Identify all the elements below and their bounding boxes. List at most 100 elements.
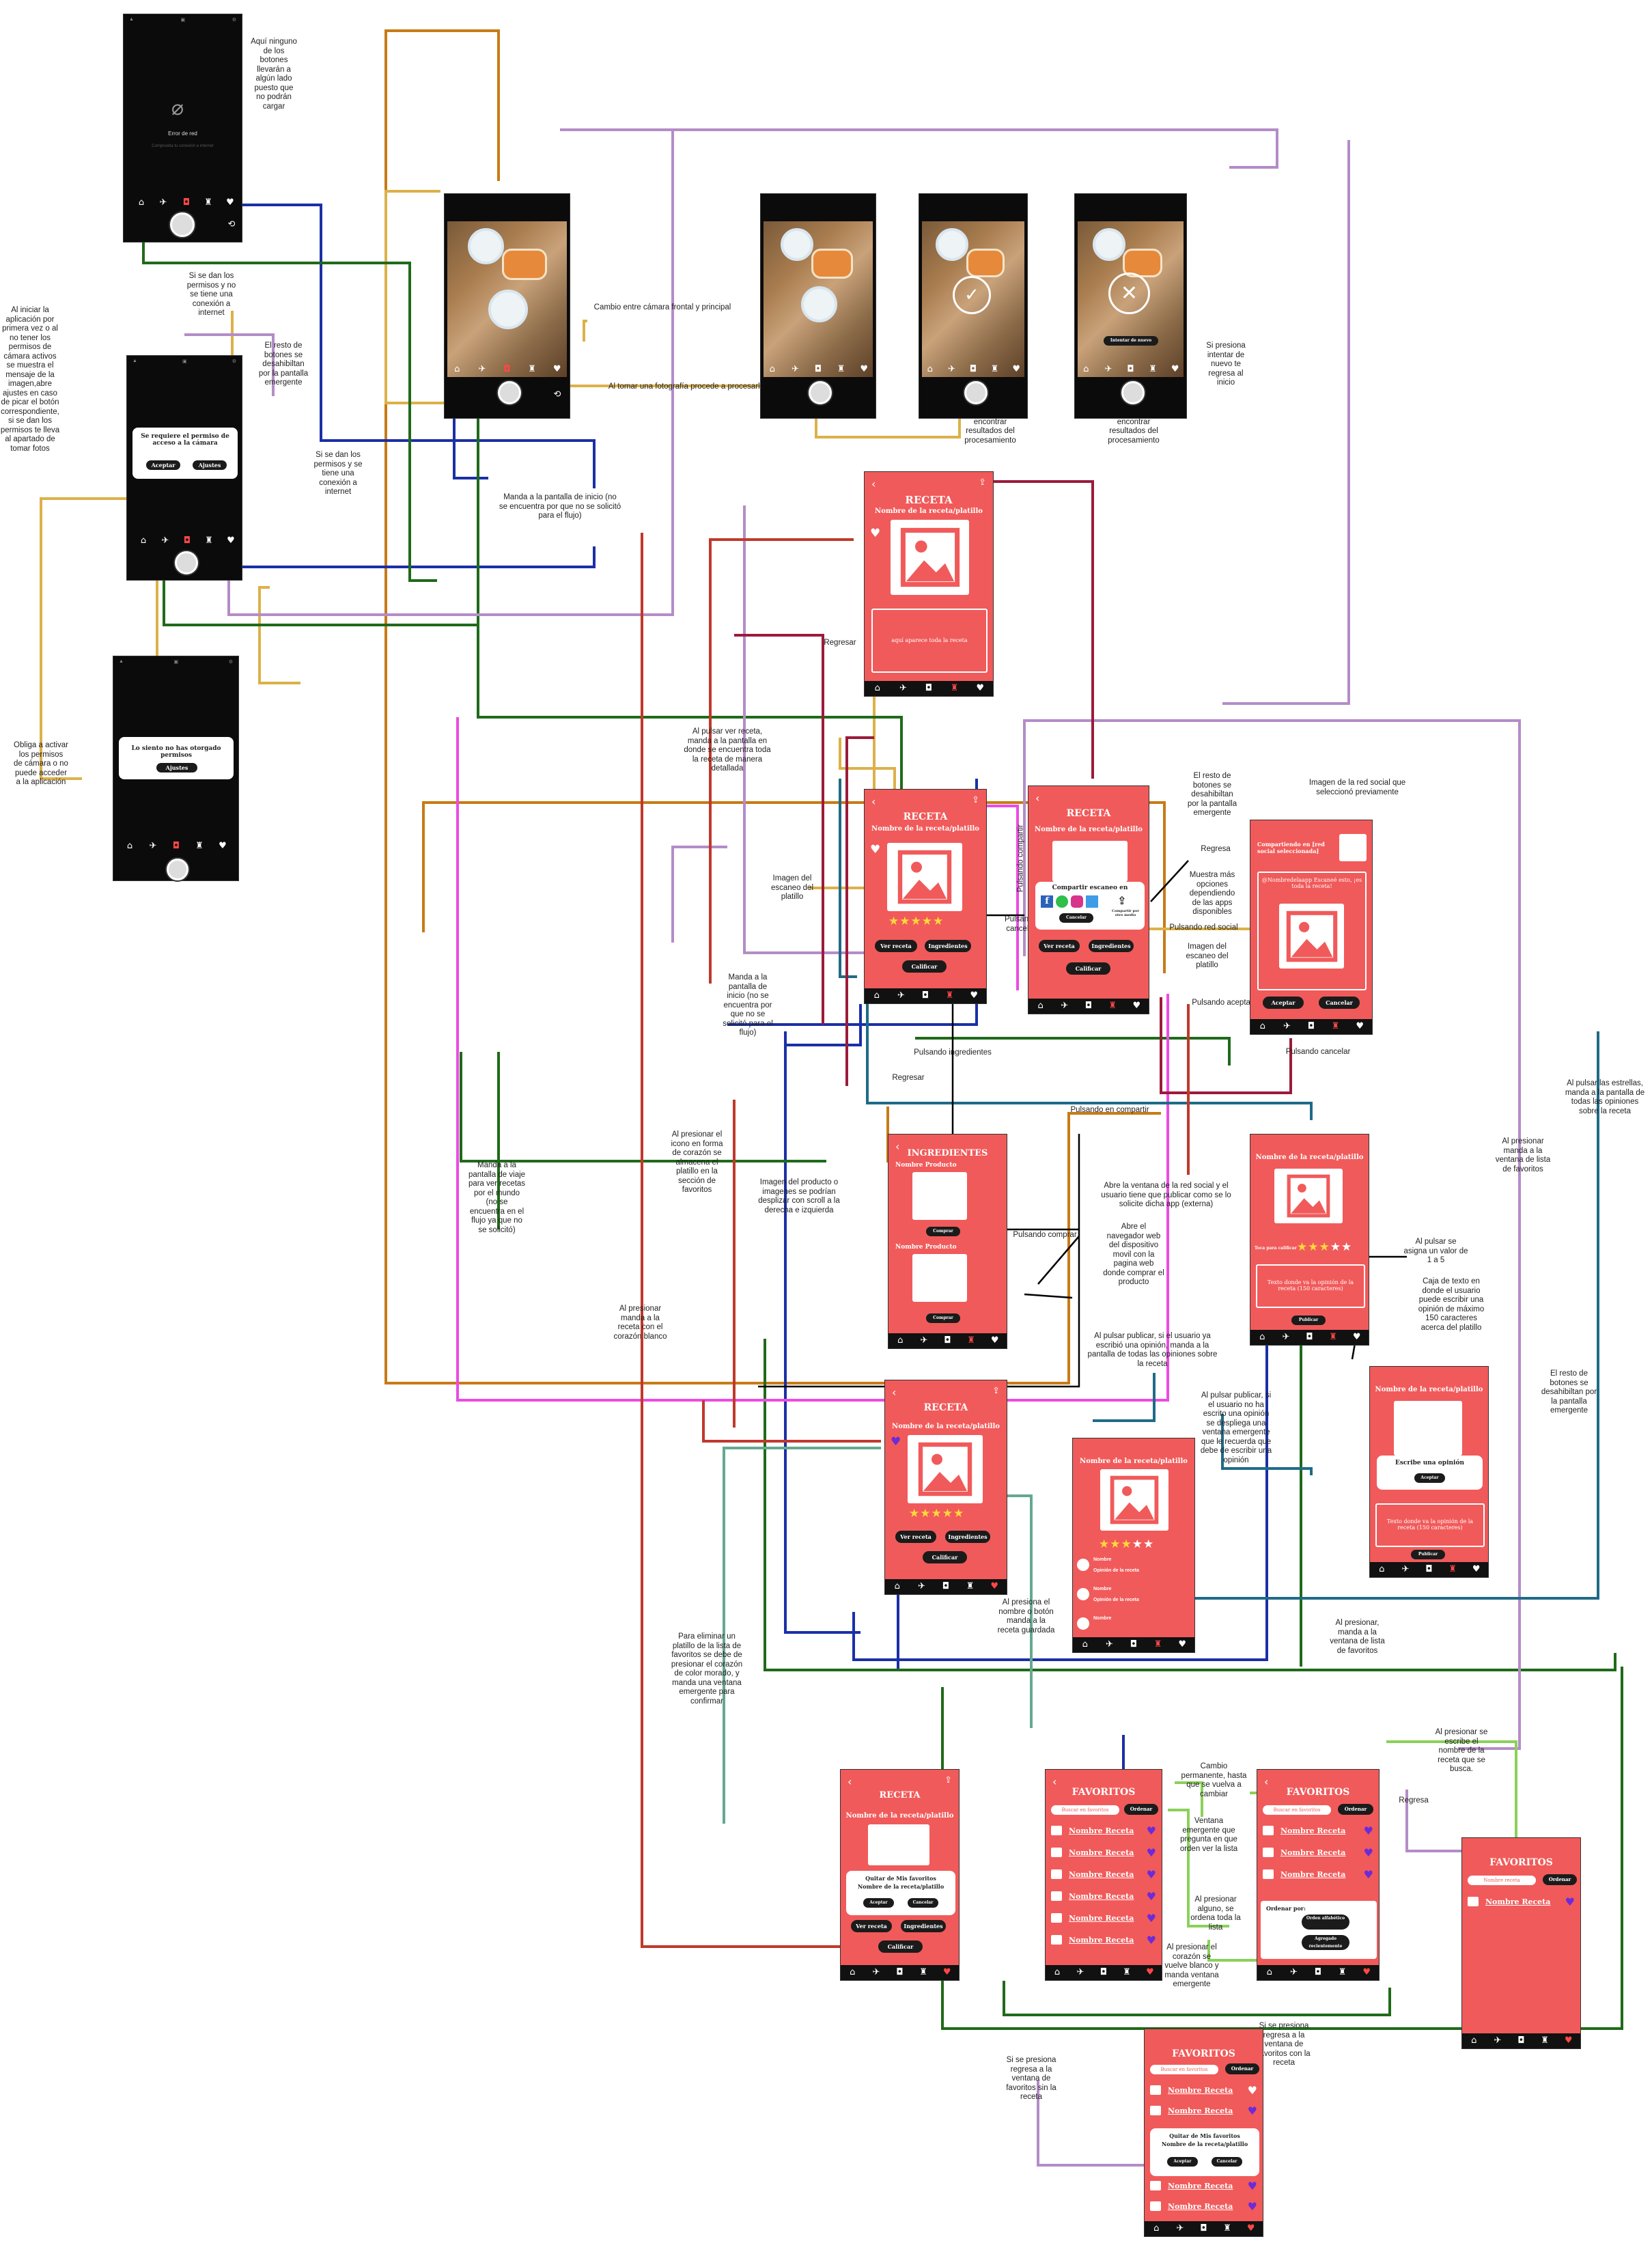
plane-icon[interactable]: ✈ [478,364,486,374]
recipe-name-link[interactable]: Nombre Receta [1280,1848,1346,1857]
heart-icon[interactable]: ♥ [1146,1967,1154,1977]
home-icon[interactable]: ⌂ [138,197,145,208]
plane-icon[interactable]: ✈ [161,535,169,546]
twitter-icon[interactable] [1086,895,1098,908]
ver-receta-button[interactable]: Ver receta [875,940,917,952]
heart-icon[interactable]: ♥ [1012,364,1020,374]
favorite-row[interactable]: Nombre Receta♥ [1150,2199,1257,2216]
shutter-button[interactable] [175,551,198,574]
back-icon[interactable]: ‹ [895,1140,900,1153]
plane-icon[interactable]: ✈ [1401,1564,1410,1574]
recipe-name-link[interactable]: Nombre Receta [1485,1897,1551,1906]
ingredientes-button[interactable]: Ingredientes [925,940,971,952]
recipe-name-link[interactable]: Nombre Receta [1069,1870,1134,1879]
home-icon[interactable]: ⌂ [126,841,133,851]
favorite-row[interactable]: Nombre Receta♥ [1468,1894,1575,1912]
camera-icon[interactable]: ◘ [182,197,191,208]
order-recent-button[interactable]: Agregado recientemente [1302,1935,1349,1950]
back-icon[interactable]: ‹ [1035,792,1040,805]
plane-icon[interactable]: ✈ [1494,2035,1502,2046]
favorite-row[interactable]: Nombre Receta♥ [1150,2103,1257,2121]
chef-icon[interactable]: ♜ [1149,364,1157,374]
favorite-row[interactable]: Nombre Receta♥ [1263,1823,1373,1841]
chef-icon[interactable]: ♜ [195,841,204,851]
chef-icon[interactable]: ♜ [1223,2223,1231,2233]
calificar-button[interactable]: Calificar [878,1940,923,1953]
heart-filled-icon[interactable]: ♥ [1363,1868,1373,1881]
heart-icon[interactable]: ♥ [1356,1021,1364,1031]
camera-icon[interactable]: ◘ [1084,1001,1093,1011]
home-icon[interactable]: ⌂ [850,1967,856,1977]
back-icon[interactable]: ‹ [1264,1775,1269,1788]
chef-icon[interactable]: ♜ [205,535,213,546]
order-alpha-button[interactable]: Orden alfabético [1302,1915,1349,1930]
home-icon[interactable]: ⌂ [873,990,880,1001]
favorite-row[interactable]: Nombre Receta ♥ [1051,1867,1156,1884]
chef-icon[interactable]: ♜ [1448,1564,1457,1574]
opinion-textbox[interactable]: Texto donde va la opinión de la receta (… [1375,1503,1485,1547]
ver-receta-button[interactable]: Ver receta [851,1920,892,1932]
rating-stars[interactable]: ★★★★★ [888,915,944,928]
favorite-row[interactable]: Nombre Receta ♥ [1051,1845,1156,1863]
plane-icon[interactable]: ✈ [1104,364,1112,374]
share-icon[interactable]: ⇪ [992,1386,1000,1396]
home-icon[interactable]: ⌂ [874,683,880,693]
publish-button[interactable]: Publicar [1291,1316,1326,1325]
home-icon[interactable]: ⌂ [1153,2223,1160,2233]
shutter-button[interactable] [964,381,988,404]
ingredientes-button[interactable]: Ingredientes [945,1531,990,1543]
recipe-name-link[interactable]: Nombre Receta [1069,1914,1134,1923]
plane-icon[interactable]: ✈ [159,197,167,208]
heart-icon[interactable]: ♥ [1362,1967,1371,1977]
heart-icon[interactable]: ♥ [1352,1332,1361,1342]
home-icon[interactable]: ⌂ [1471,2035,1477,2046]
chef-icon[interactable]: ♜ [1153,1639,1162,1650]
camera-icon[interactable]: ◘ [969,364,977,374]
retry-button[interactable]: Intentar de nuevo [1104,336,1158,346]
home-icon[interactable]: ⌂ [140,535,147,546]
heart-filled-icon[interactable]: ♥ [1146,1846,1156,1859]
camera-icon[interactable]: ◘ [1130,1639,1138,1650]
plane-icon[interactable]: ✈ [1176,2223,1184,2233]
plane-icon[interactable]: ✈ [1283,1021,1291,1031]
plane-icon[interactable]: ✈ [920,1335,928,1346]
heart-icon[interactable]: ♥ [226,197,234,208]
favorite-row[interactable]: Nombre Receta♥ [1150,2083,1257,2100]
home-icon[interactable]: ⌂ [769,364,775,374]
ingredientes-button[interactable]: Ingredientes [901,1920,946,1932]
home-icon[interactable]: ⌂ [897,1335,904,1346]
chef-icon[interactable]: ♜ [919,1967,927,1977]
order-button[interactable]: Ordenar [1124,1804,1158,1815]
back-icon[interactable]: ‹ [892,1386,897,1399]
accept-button[interactable]: Aceptar [1263,997,1304,1009]
ver-receta-button[interactable]: Ver receta [895,1531,936,1543]
home-icon[interactable]: ⌂ [454,364,460,374]
heart-filled-icon[interactable]: ♥ [1146,1868,1156,1881]
calificar-button[interactable]: Calificar [923,1551,967,1563]
plane-icon[interactable]: ✈ [947,364,955,374]
plane-icon[interactable]: ✈ [917,1581,925,1591]
camera-icon[interactable]: ◘ [921,990,929,1001]
heart-icon[interactable]: ♥ [860,364,868,374]
recipe-name-link[interactable]: Nombre Receta [1168,2202,1233,2211]
heart-icon[interactable]: ♥ [1178,1639,1186,1650]
switch-camera-icon[interactable]: ⟲ [553,389,561,400]
heart-filled-icon[interactable]: ♥ [891,1435,901,1449]
order-button[interactable]: Ordenar [1338,1804,1373,1815]
home-icon[interactable]: ⌂ [1259,1021,1265,1031]
favorite-row[interactable]: Nombre Receta♥ [1150,2178,1257,2196]
heart-filled-icon[interactable]: ♥ [1146,1824,1156,1837]
plane-icon[interactable]: ✈ [1282,1332,1290,1342]
camera-icon[interactable]: ◘ [172,841,180,851]
home-icon[interactable]: ⌂ [1379,1564,1385,1574]
favorite-row[interactable]: Nombre Receta♥ [1051,1823,1156,1841]
heart-icon[interactable]: ♥ [970,990,978,1001]
recipe-name-link[interactable]: Nombre Receta [1069,1848,1134,1857]
home-icon[interactable]: ⌂ [1082,1639,1088,1650]
camera-icon[interactable]: ◘ [1307,1021,1315,1031]
ver-receta-button[interactable]: Ver receta [1039,940,1080,952]
settings-button[interactable]: Ajustes [193,460,227,470]
settings-button[interactable]: Ajustes [156,763,197,772]
heart-icon[interactable]: ♥ [1472,1564,1481,1574]
whatsapp-icon[interactable] [1056,895,1068,908]
